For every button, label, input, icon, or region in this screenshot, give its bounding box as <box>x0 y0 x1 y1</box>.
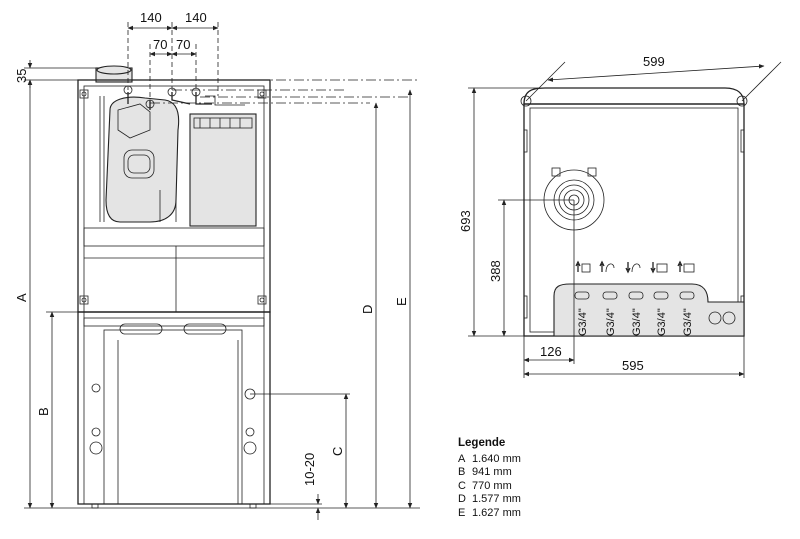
heat-exchanger <box>105 96 180 223</box>
connection-plate <box>553 283 745 337</box>
dim-693: 693 <box>458 210 473 232</box>
dim-35: 35 <box>14 69 29 83</box>
legend-value: 941 mm <box>472 466 512 479</box>
expansion-vessel <box>189 113 257 227</box>
side-view: G3/4" G3/4" G3/4" G3/4" G3/4" 599 693 38… <box>458 54 782 378</box>
handle-left <box>119 323 163 335</box>
dim-595: 595 <box>622 358 644 373</box>
fitting-label-4: G3/4" <box>656 308 668 336</box>
dim-70-right: 70 <box>176 37 190 52</box>
legend-key: E <box>458 506 466 519</box>
legend-key: D <box>458 493 466 506</box>
legend-row: E 1.627 mm <box>458 507 521 521</box>
dim-10-20: 10-20 <box>302 453 317 486</box>
legend-key: A <box>458 452 466 465</box>
lower-module <box>77 311 271 505</box>
fitting-label-1: G3/4" <box>577 308 589 336</box>
dim-letter-B: B <box>36 407 51 416</box>
legend-row: D 1.577 mm <box>458 493 521 507</box>
dim-388: 388 <box>488 260 503 282</box>
dim-letter-C: C <box>330 447 345 456</box>
dim-126: 126 <box>540 344 562 359</box>
dim-letter-D: D <box>360 305 375 314</box>
handle-right <box>183 323 227 335</box>
fitting-label-3: G3/4" <box>631 308 643 336</box>
dim-letter-A: A <box>14 293 29 302</box>
dim-letter-E: E <box>394 297 409 306</box>
legend-row: A 1.640 mm <box>458 453 521 467</box>
dim-70-left: 70 <box>153 37 167 52</box>
legend: Legende A 1.640 mm B 941 mm C 770 mm D 1.577… <box>458 437 521 521</box>
fitting-symbols <box>575 260 695 274</box>
dim-599: 599 <box>643 54 665 69</box>
legend-value: 770 mm <box>472 479 512 492</box>
fitting-label-2: G3/4" <box>605 308 617 336</box>
legend-title: Legende <box>458 437 506 449</box>
dim-140-right: 140 <box>185 10 207 25</box>
fitting-label-5: G3/4" <box>682 308 694 336</box>
legend-row: C 770 mm <box>458 480 521 494</box>
legend-value: 1.577 mm <box>472 493 521 506</box>
dim-140-left: 140 <box>140 10 162 25</box>
legend-key: B <box>458 466 466 479</box>
legend-value: 1.640 mm <box>472 452 521 465</box>
front-view: 140 140 70 70 35 A B C 10-20 D E <box>14 10 420 520</box>
legend-key: C <box>458 479 466 492</box>
legend-value: 1.627 mm <box>472 506 521 519</box>
legend-row: B 941 mm <box>458 466 521 480</box>
